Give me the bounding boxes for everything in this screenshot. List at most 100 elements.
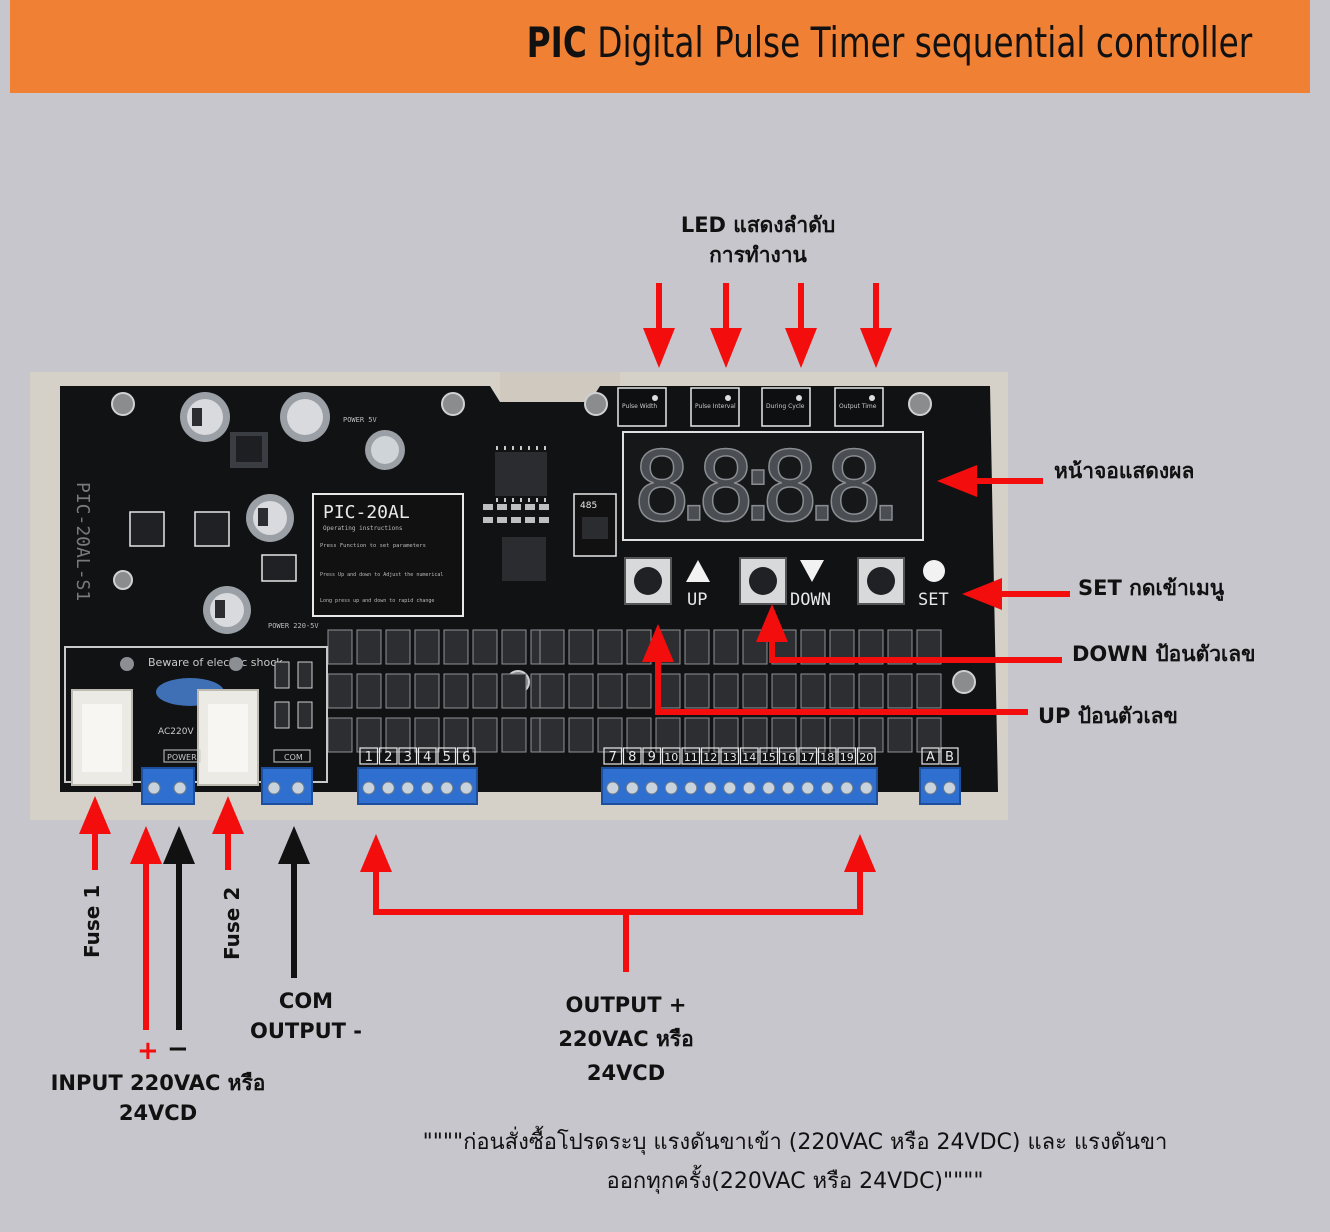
led-tag-1: Pulse Width [622, 403, 657, 410]
triac [472, 717, 498, 753]
terminal-screw[interactable] [801, 781, 815, 795]
triac [684, 673, 710, 709]
led-arrow-4 [860, 328, 892, 368]
terminal-number-box [378, 747, 398, 765]
triac [443, 673, 469, 709]
terminal-number-box [778, 747, 798, 765]
down-button-label: DOWN [790, 590, 831, 610]
display-label: หน้าจอแสดงผล [1054, 459, 1195, 483]
terminal-number-box [603, 747, 623, 765]
triac [713, 717, 739, 753]
terminal-screw[interactable] [703, 781, 717, 795]
terminal-screw[interactable] [943, 781, 956, 795]
terminal-screw[interactable] [381, 781, 395, 795]
board-model-label: PIC-20AL [323, 502, 410, 523]
terminal-number-box [456, 747, 476, 765]
terminal-screw[interactable] [606, 781, 620, 795]
terminal-number-box [700, 747, 720, 765]
terminal-screw[interactable] [742, 781, 756, 795]
power-5v-label: POWER 5V [343, 416, 378, 424]
terminal-block[interactable] [601, 767, 878, 805]
chip-485-label: 485 [580, 501, 597, 511]
terminal-number-box [739, 747, 759, 765]
terminal-screw[interactable] [664, 781, 678, 795]
triac [742, 717, 768, 753]
triac [655, 629, 681, 665]
display-digits: 8.8:8.8. [633, 431, 915, 543]
terminal-number-box [720, 747, 740, 765]
terminal-screw[interactable] [924, 781, 937, 795]
terminal-screw[interactable] [723, 781, 737, 795]
terminal-number-box [856, 747, 876, 765]
terminal-number-box [817, 747, 837, 765]
terminal-number: 17 [801, 751, 815, 764]
terminal-number: 7 [609, 750, 617, 765]
terminal-number-box [437, 747, 457, 765]
terminal-number: 8 [628, 750, 636, 765]
terminal-number-box [661, 747, 681, 765]
terminal-number: 10 [664, 751, 678, 764]
terminal-screw[interactable] [781, 781, 795, 795]
board-instruction-3: Long press up and down to rapid change [320, 598, 434, 604]
terminal-number: 12 [703, 751, 717, 764]
led-label: LED แสดงลำดับ การทำงาน [680, 213, 836, 267]
triac [539, 629, 565, 665]
set-button[interactable] [857, 557, 905, 605]
terminal-number: 15 [762, 751, 776, 764]
terminal-screw[interactable] [401, 781, 415, 795]
ac220-label: AC220V [158, 727, 194, 737]
triac [356, 717, 382, 753]
power-220-label: POWER 220-5V [268, 622, 319, 630]
terminal-screw[interactable] [420, 781, 434, 795]
terminal-screw[interactable] [267, 781, 281, 795]
terminal-screw[interactable] [645, 781, 659, 795]
triac [597, 673, 623, 709]
triac [916, 629, 942, 665]
output-arrow-right [844, 834, 876, 872]
triac [414, 629, 440, 665]
triac [385, 629, 411, 665]
terminal-number: 5 [443, 750, 451, 765]
triac [771, 673, 797, 709]
triac [568, 629, 594, 665]
triac [539, 717, 565, 753]
terminal-number: 11 [684, 751, 698, 764]
terminal-number: 6 [462, 750, 470, 765]
triac [916, 717, 942, 753]
terminal-screw[interactable] [840, 781, 854, 795]
terminal-number-box [798, 747, 818, 765]
up-label: UP ป้อนตัวเลข [1038, 704, 1178, 728]
terminal-screw[interactable] [173, 781, 187, 795]
triac [385, 717, 411, 753]
terminal-screw[interactable] [762, 781, 776, 795]
triac [829, 673, 855, 709]
terminal-number-box [622, 747, 642, 765]
terminal-screw[interactable] [820, 781, 834, 795]
terminal-number: 20 [859, 751, 873, 764]
up-button-label: UP [687, 590, 707, 610]
terminal-number-box [398, 747, 418, 765]
com-output-arrow [278, 826, 310, 864]
terminal-block[interactable] [357, 767, 478, 805]
header-bar: PIC Digital Pulse Timer sequential contr… [10, 0, 1310, 93]
triac [414, 717, 440, 753]
terminal-number: 18 [820, 751, 834, 764]
terminal-screw[interactable] [440, 781, 454, 795]
terminal-screw[interactable] [459, 781, 473, 795]
terminal-screw[interactable] [147, 781, 161, 795]
terminal-screw[interactable] [625, 781, 639, 795]
terminal-number-box [681, 747, 701, 765]
triac [771, 629, 797, 665]
seven-segment-display [622, 431, 924, 541]
terminal-screw[interactable] [684, 781, 698, 795]
terminal-screw[interactable] [362, 781, 376, 795]
terminal-number: 9 [648, 750, 656, 765]
terminal-screw[interactable] [291, 781, 305, 795]
triac [858, 717, 884, 753]
com-output-label: COM OUTPUT - [249, 989, 363, 1043]
output-arrow-left [360, 834, 392, 872]
terminal-number-box [837, 747, 857, 765]
terminal-screw[interactable] [859, 781, 873, 795]
down-label: DOWN ป้อนตัวเลข [1072, 642, 1256, 666]
triac [626, 673, 652, 709]
